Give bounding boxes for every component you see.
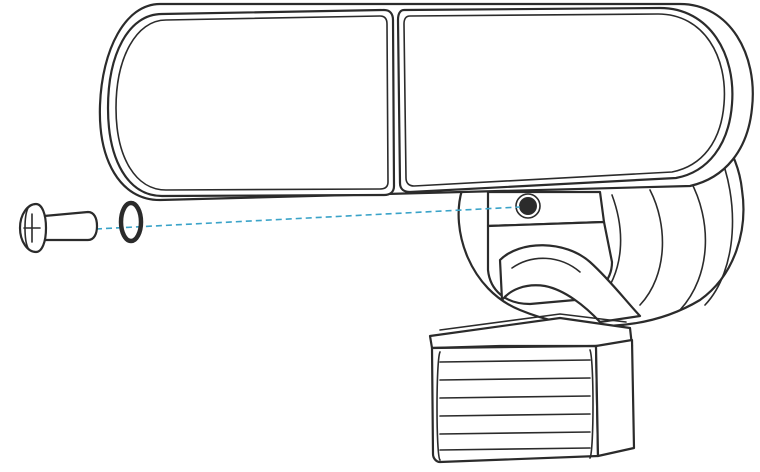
screw-hole bbox=[519, 197, 537, 215]
screw bbox=[18, 202, 99, 254]
mounting-bracket bbox=[486, 190, 642, 324]
left-light-panel bbox=[106, 8, 396, 198]
washer bbox=[118, 200, 144, 244]
alignment-guide-line bbox=[95, 206, 521, 230]
light-head bbox=[98, 2, 754, 202]
sensor-body bbox=[430, 344, 600, 464]
right-light-panel bbox=[396, 6, 734, 194]
motion-sensor bbox=[428, 313, 636, 464]
